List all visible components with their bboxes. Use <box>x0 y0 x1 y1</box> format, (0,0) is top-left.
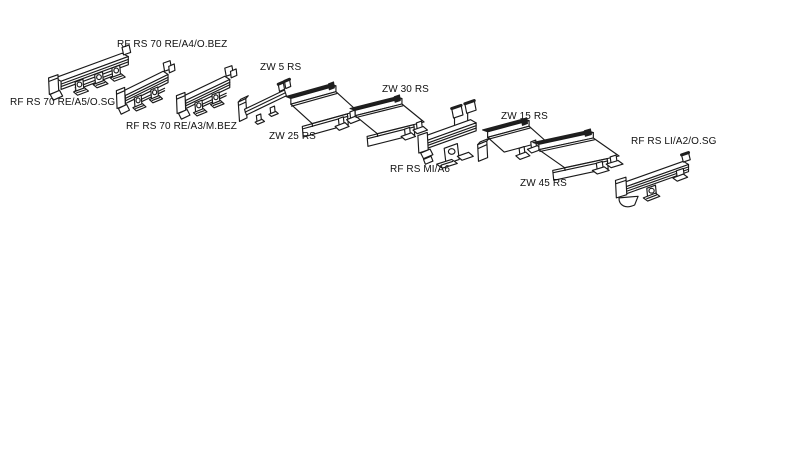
rf-rs-70-re-a4-o-bez-drawing <box>115 55 177 115</box>
zw-25-rs-drawing <box>281 82 363 140</box>
rf-rs-mi-a6-label: RF RS MI/A6 <box>390 164 450 175</box>
rf-rs-mi-a6-drawing <box>416 99 478 169</box>
zw-25-rs-label: ZW 25 RS <box>269 131 316 142</box>
zw-45-rs-label: ZW 45 RS <box>520 178 567 189</box>
zw-5-rs-label: ZW 5 RS <box>260 62 302 73</box>
rf-rs-70-re-a5-o-sg-drawing <box>47 45 133 101</box>
rf-rs-li-a2-o-sg-label: RF RS LI/A2/O.SG <box>631 136 717 147</box>
zw-15-rs-label: ZW 15 RS <box>501 111 548 122</box>
zw-30-rs-drawing <box>345 95 430 149</box>
zw-5-rs-drawing <box>237 75 292 125</box>
rf-rs-70-re-a5-o-sg-label: RF RS 70 RE/A5/O.SG <box>10 97 116 108</box>
rf-rs-70-re-a3-m-bez-label: RF RS 70 RE/A3/M.BEZ <box>126 121 237 132</box>
zw-30-rs-label: ZW 30 RS <box>382 84 429 95</box>
rf-rs-70-re-a4-o-bez-label: RF RS 70 RE/A4/O.BEZ <box>117 39 228 50</box>
rf-rs-li-a2-o-sg-drawing <box>612 147 692 209</box>
rf-rs-70-re-a3-m-bez-drawing <box>175 60 239 120</box>
zw-45-rs-drawing <box>527 129 626 183</box>
